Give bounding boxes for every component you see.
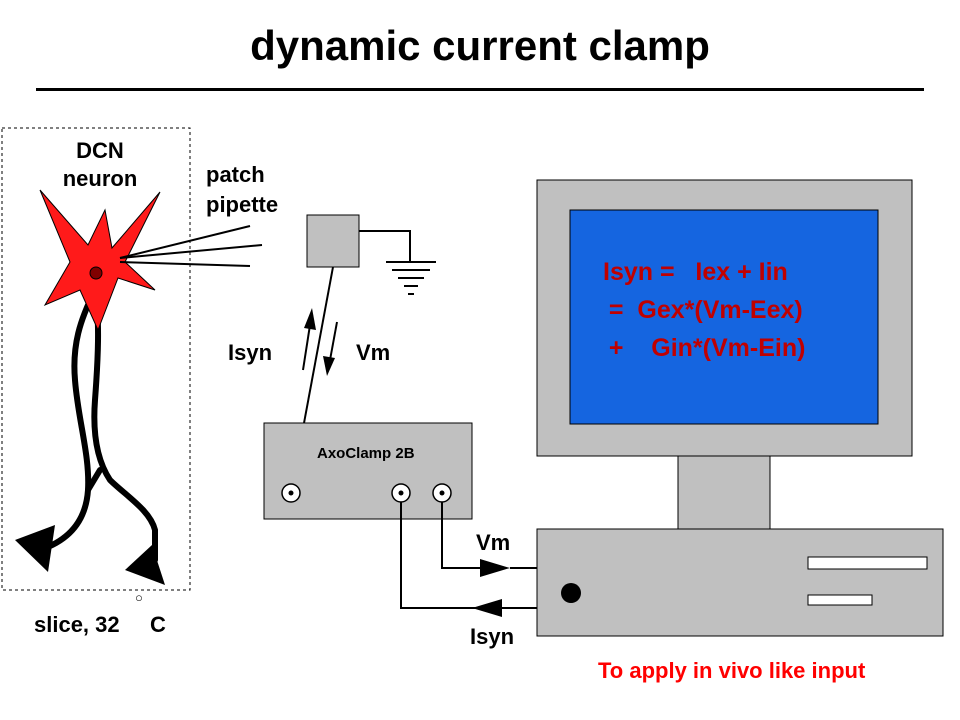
degree-symbol: ○ (135, 590, 143, 605)
vm-arrowhead (323, 356, 335, 376)
vm-cable (441, 502, 492, 569)
neuron-icon (37, 287, 158, 563)
amplifier-box (263, 422, 473, 520)
pipette-label-line1: patch (206, 162, 265, 187)
equation-line-3: + Gin*(Vm-Ein) (595, 334, 806, 362)
power-button (561, 583, 581, 603)
isyn-arrow-label: Isyn (228, 340, 273, 365)
drive-slot-2 (807, 594, 873, 606)
ground-wire (359, 230, 411, 262)
slice-box (1, 127, 191, 591)
monitor-stand (677, 455, 771, 531)
monitor-screen (569, 209, 879, 425)
footer-note: To apply in vivo like input (598, 658, 866, 683)
dendrite-terminal-right (125, 545, 165, 585)
vm-cable-label: Vm (476, 530, 511, 555)
isyn-cable-label: Isyn (470, 624, 515, 649)
equation-line-1: Isyn = Iex + Iin (603, 258, 788, 286)
dendrite-terminal-left (15, 525, 55, 572)
neuron-label-line2: neuron (62, 166, 138, 191)
isyn-cable-arrowhead (472, 599, 502, 617)
computer-tower-icon (536, 528, 944, 637)
isyn-cable (400, 502, 488, 609)
drive-slot-1 (807, 556, 928, 570)
dendrite-left (37, 287, 98, 553)
slice-temperature-unit: C (150, 612, 166, 637)
page-title: dynamic current clamp (250, 22, 710, 69)
amplifier-label: AxoClamp 2B (317, 445, 415, 462)
vm-arrow (329, 321, 338, 361)
vm-cable-arrowhead (480, 559, 510, 577)
isyn-arrow (302, 324, 311, 371)
slice-label: slice, 32 (34, 612, 120, 637)
dendrite-right (91, 287, 158, 563)
dendrite-branch (85, 467, 103, 493)
pipette-label-line2: pipette (206, 192, 279, 217)
vm-arrow-label: Vm (356, 340, 391, 365)
neuron-label-line1: DCN (76, 138, 124, 163)
equation-line-2: = Gex*(Vm-Eex) (595, 296, 803, 324)
isyn-arrowhead (304, 308, 316, 330)
headstage (306, 214, 360, 268)
patch-pipette (119, 225, 263, 267)
ground-icon (386, 261, 436, 295)
neuron-nucleus (89, 266, 103, 280)
title-underline (36, 88, 924, 91)
neuron-soma (39, 189, 161, 332)
